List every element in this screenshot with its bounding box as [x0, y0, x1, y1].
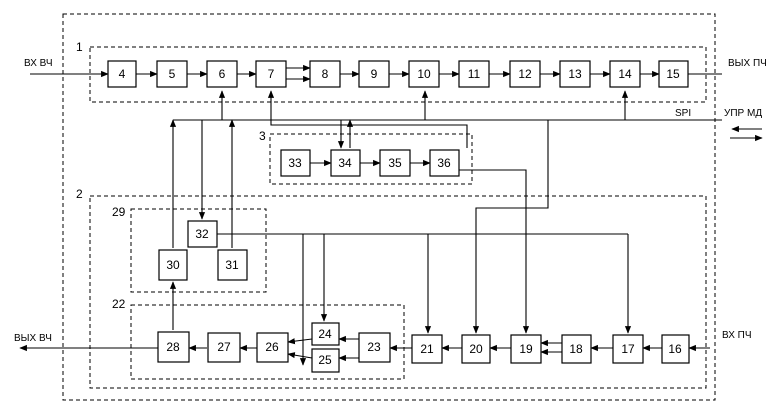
- svg-text:21: 21: [420, 342, 434, 356]
- label-out-if: ВЫХ ПЧ: [728, 58, 767, 69]
- block-20: 20: [462, 335, 490, 363]
- block-15: 15: [659, 61, 688, 87]
- svg-text:14: 14: [618, 67, 632, 81]
- block-35: 35: [380, 150, 410, 176]
- svg-text:32: 32: [195, 227, 209, 241]
- block-9: 9: [359, 61, 389, 87]
- group-1-label: 1: [76, 40, 83, 54]
- block-21: 21: [412, 335, 442, 363]
- block-25: 25: [312, 349, 339, 372]
- group-29-label: 29: [112, 205, 126, 219]
- label-spi: SPI: [675, 108, 691, 119]
- block-26: 26: [257, 333, 288, 362]
- block-31: 31: [218, 250, 247, 280]
- label-ctrl-md: УПР МД: [724, 108, 762, 119]
- block-13: 13: [560, 61, 590, 87]
- svg-text:9: 9: [371, 67, 378, 81]
- block-17: 17: [613, 335, 643, 363]
- svg-text:20: 20: [469, 342, 483, 356]
- svg-text:25: 25: [318, 353, 332, 367]
- svg-text:26: 26: [265, 340, 279, 354]
- block-14: 14: [610, 61, 640, 87]
- svg-text:33: 33: [288, 156, 302, 170]
- block-5: 5: [157, 61, 187, 87]
- block-8: 8: [310, 61, 340, 87]
- block-24: 24: [312, 323, 339, 345]
- block-27: 27: [208, 333, 240, 362]
- svg-text:16: 16: [668, 342, 682, 356]
- svg-text:11: 11: [468, 67, 481, 81]
- svg-text:4: 4: [119, 67, 126, 81]
- svg-text:6: 6: [219, 67, 226, 81]
- block-30: 30: [159, 250, 187, 280]
- svg-text:8: 8: [322, 67, 329, 81]
- block-11: 11: [459, 61, 489, 87]
- block-33: 33: [281, 150, 310, 176]
- block-23: 23: [359, 333, 390, 362]
- svg-text:28: 28: [166, 340, 180, 354]
- svg-text:31: 31: [225, 258, 239, 272]
- block-28: 28: [158, 332, 189, 362]
- svg-text:34: 34: [338, 156, 352, 170]
- block-12: 12: [510, 61, 540, 87]
- block-18: 18: [562, 335, 591, 363]
- svg-text:19: 19: [519, 342, 533, 356]
- group-22-label: 22: [112, 297, 126, 311]
- svg-text:15: 15: [666, 67, 680, 81]
- svg-text:17: 17: [621, 342, 635, 356]
- svg-text:35: 35: [388, 156, 402, 170]
- block-34: 34: [331, 150, 360, 176]
- block-10: 10: [409, 61, 439, 87]
- block-4: 4: [108, 61, 136, 87]
- svg-text:12: 12: [518, 67, 532, 81]
- label-out-hf: ВЫХ ВЧ: [14, 333, 52, 344]
- svg-text:23: 23: [367, 340, 381, 354]
- block-36: 36: [430, 150, 459, 176]
- label-in-pch: ВХ ПЧ: [722, 330, 752, 341]
- block-7: 7: [256, 61, 286, 87]
- svg-text:36: 36: [437, 156, 451, 170]
- block-6: 6: [207, 61, 237, 87]
- svg-text:13: 13: [568, 67, 582, 81]
- block-19: 19: [511, 335, 541, 363]
- svg-text:18: 18: [569, 342, 583, 356]
- label-in-if: ВХ ВЧ: [24, 58, 53, 69]
- group-3-label: 3: [259, 129, 266, 143]
- group-2-label: 2: [76, 187, 83, 201]
- svg-text:24: 24: [318, 327, 332, 341]
- block-16: 16: [662, 335, 689, 363]
- svg-text:30: 30: [166, 258, 180, 272]
- svg-text:5: 5: [169, 67, 176, 81]
- block-32: 32: [188, 221, 217, 247]
- svg-text:10: 10: [417, 67, 431, 81]
- svg-text:7: 7: [268, 67, 275, 81]
- svg-text:27: 27: [217, 340, 231, 354]
